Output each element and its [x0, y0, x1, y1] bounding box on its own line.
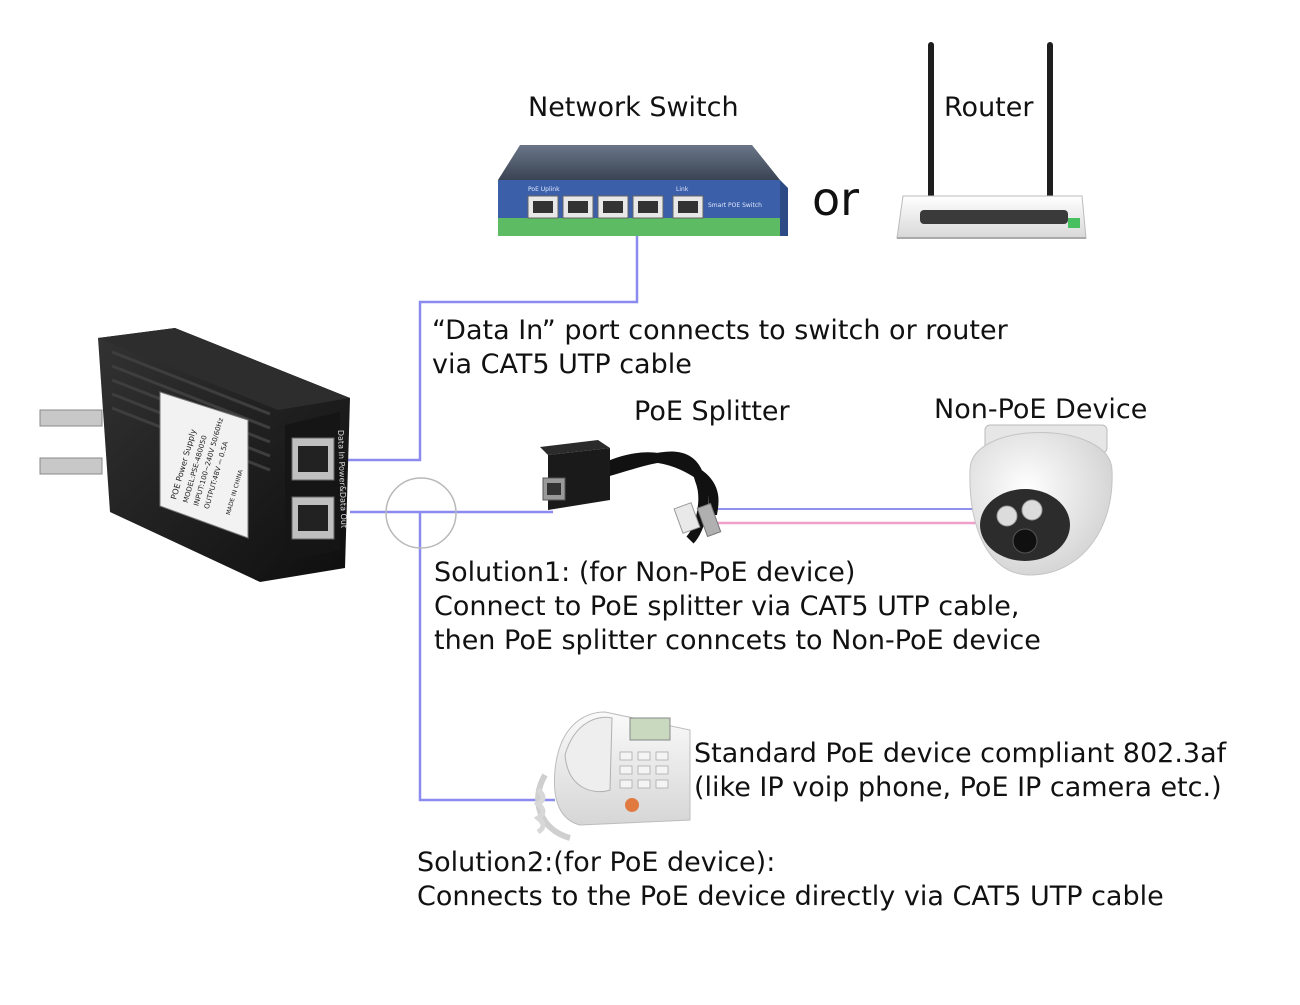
- plug-prongs-icon: [39, 409, 103, 475]
- note-solution1-line-3: then PoE splitter conncets to Non-PoE de…: [434, 625, 1041, 656]
- network-switch-icon: PoE Uplink Link Smart POE Switch: [498, 145, 788, 236]
- label-network-switch: Network Switch: [528, 92, 739, 123]
- label-or: or: [812, 172, 860, 226]
- non-poe-camera-icon: [969, 424, 1113, 576]
- note-standard-poe-line-1: Standard PoE device compliant 802.3af: [694, 738, 1227, 769]
- note-solution1-line-2: Connect to PoE splitter via CAT5 UTP cab…: [434, 591, 1020, 622]
- note-data-in-line-1: “Data In” port connects to switch or rou…: [432, 315, 1008, 346]
- label-router: Router: [944, 92, 1034, 123]
- router-icon: [896, 42, 1087, 239]
- note-solution2: Solution2:(for PoE device): Connects to …: [417, 846, 1164, 914]
- note-standard-poe-line-2: (like IP voip phone, PoE IP camera etc.): [694, 772, 1222, 803]
- note-standard-poe: Standard PoE device compliant 802.3af (l…: [694, 737, 1226, 805]
- junction-highlight-circle: [385, 477, 457, 549]
- switch-model-label: Smart POE Switch: [708, 202, 762, 209]
- note-solution1-line-1: Solution1: (for Non-PoE device): [434, 557, 856, 588]
- cable-injector-to-phone: [418, 512, 555, 802]
- switch-port-label: PoE Uplink: [528, 186, 560, 193]
- label-poe-splitter: PoE Splitter: [634, 396, 790, 427]
- cables: [343, 228, 985, 802]
- note-solution2-line-2: Connects to the PoE device directly via …: [417, 881, 1164, 912]
- ip-phone-icon: [533, 711, 691, 841]
- cable-switch-to-injector: [343, 228, 639, 462]
- poe-splitter-icon: [540, 440, 722, 544]
- power-data-out-port: [291, 496, 335, 540]
- label-non-poe-device: Non-PoE Device: [934, 394, 1148, 425]
- note-data-in-line-2: via CAT5 UTP cable: [432, 349, 692, 380]
- note-data-in: “Data In” port connects to switch or rou…: [432, 314, 1008, 382]
- note-solution1: Solution1: (for Non-PoE device) Connect …: [434, 556, 1041, 658]
- poe-injector-icon: POE Power Supply MODEL:PSE-480050 INPUT:…: [39, 328, 350, 582]
- switch-link-label: Link: [676, 186, 689, 193]
- injector-port-label: Data In Power&Data Out: [336, 430, 348, 528]
- note-solution2-line-1: Solution2:(for PoE device):: [417, 847, 776, 878]
- data-in-port: [291, 437, 335, 481]
